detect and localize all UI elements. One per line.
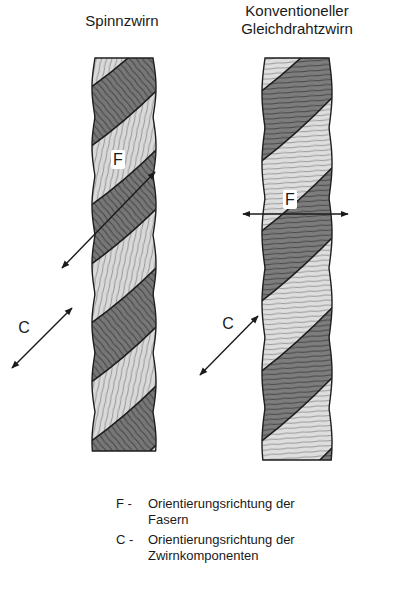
strand-edge — [83, 436, 165, 506]
fiber-direction-arrow — [62, 172, 155, 268]
direction-letter: F — [283, 190, 297, 209]
yarn-outline — [92, 58, 156, 451]
yarn — [253, 0, 341, 602]
yarn-outline — [262, 58, 332, 460]
fiber-direction-arrow — [243, 213, 348, 214]
legend-text: Orientierungsrichtung der Fasern — [148, 496, 298, 527]
legend-key: F - — [116, 496, 146, 512]
fiber-texture — [83, 377, 165, 506]
legend-text: Orientierungsrichtung der Zwirnkomponent… — [148, 532, 303, 563]
fiber-texture — [253, 508, 341, 602]
yarn-heading: Spinnzwirn — [57, 12, 187, 30]
strand-edge — [253, 88, 341, 167]
yarn-group — [83, 0, 341, 602]
yarn-strand — [253, 508, 341, 602]
strand-edge — [253, 508, 341, 587]
yarn-heading: Konventioneller Gleichdrahtzwirn — [222, 2, 372, 38]
yarn-strand — [253, 438, 341, 587]
strand-edge — [253, 228, 341, 307]
strand-edge — [253, 158, 341, 237]
yarn-strand — [253, 578, 341, 602]
fiber-texture — [253, 578, 341, 602]
legend-key: C - — [116, 532, 146, 548]
fiber-texture — [253, 438, 341, 587]
strand-edge — [253, 368, 341, 447]
component-direction-arrow — [12, 308, 72, 368]
fiber-texture — [253, 368, 341, 517]
direction-letter: C — [16, 318, 32, 337]
direction-letter: C — [220, 314, 236, 333]
strand-edge — [253, 298, 341, 377]
direction-letter: F — [111, 150, 125, 169]
strand-edge — [253, 578, 341, 602]
